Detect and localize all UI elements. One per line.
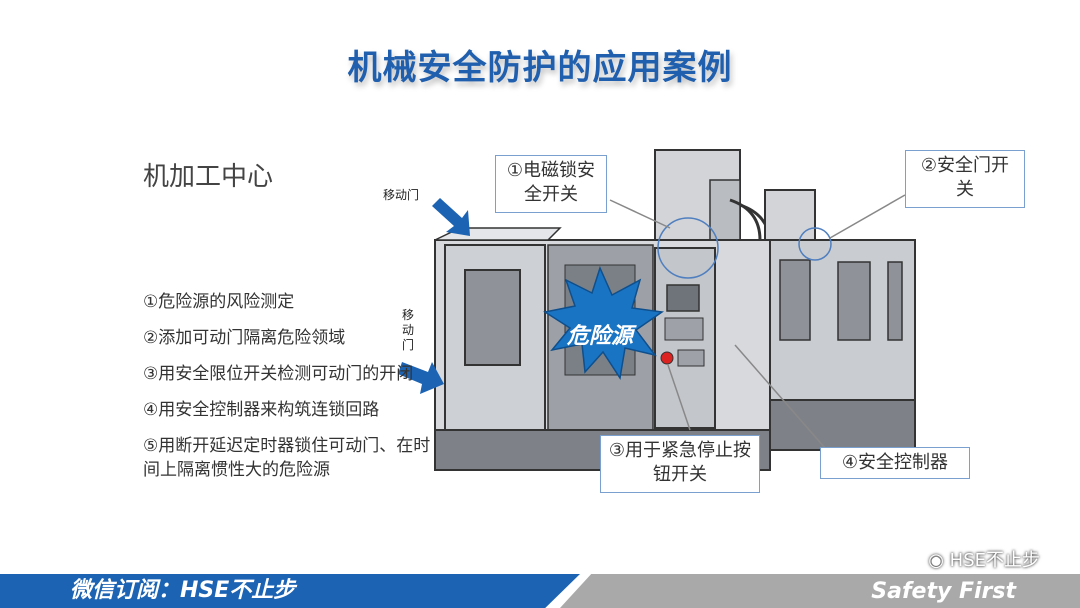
list-item: ④用安全控制器来构筑连锁回路 [143, 400, 380, 420]
moving-door-label-top: 移动门 [383, 188, 420, 202]
danger-source-label: 危险源 [567, 324, 634, 349]
footer-left-band [0, 574, 580, 608]
danger-burst-icon [543, 265, 665, 381]
list-item: ②添加可动门隔离危险领域 [143, 328, 346, 348]
moving-door-label-side: 移动门 [402, 308, 416, 353]
moving-door-side-text: 移动门 [402, 308, 415, 352]
arrow-icon [398, 362, 444, 394]
list-item: ⑤用断开延迟定时器锁住可动门、在时间上隔离惯性大的危险源 [143, 436, 431, 480]
footer-subscribe-text: 微信订阅：HSE不止步 [70, 578, 296, 603]
list-item: ③用安全限位开关检测可动门的开闭 [143, 364, 414, 384]
watermark: ◉ HSE不止步 [928, 546, 1040, 572]
estop-label: ③用于紧急停止按钮开关 [600, 435, 760, 493]
controller-label: ④安全控制器 [820, 447, 970, 479]
steps-list: ①危险源的风险测定 ②添加可动门隔离危险领域 ③用安全限位开关检测可动门的开闭 … [143, 290, 443, 494]
footer-slogan: Safety First [871, 579, 1016, 604]
subtitle: 机加工中心 [143, 162, 274, 192]
page-title: 机械安全防护的应用案例 [347, 48, 733, 88]
wechat-icon: ◉ [928, 550, 950, 571]
lock-switch-label: ①电磁锁安全开关 [495, 155, 607, 213]
door-switch-label: ②安全门开关 [905, 150, 1025, 208]
footer-right-band [560, 574, 1080, 608]
list-item: ①危险源的风险测定 [143, 292, 295, 312]
arrow-icon [432, 198, 470, 236]
watermark-text: HSE不止步 [949, 550, 1040, 571]
